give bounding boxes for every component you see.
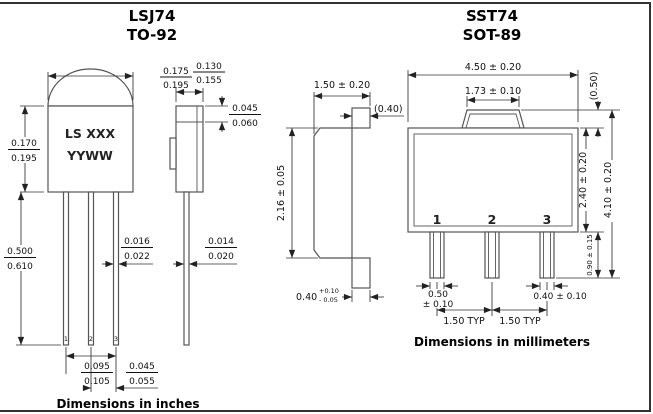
dim-sot89-body-width: 4.50 ± 0.20: [407, 62, 579, 122]
sot89-side-body: [313, 127, 353, 259]
dim-sot89-total-height: 4.10 ± 0.20: [556, 110, 620, 279]
dim-to92-side-width: 0.130 0.155: [175, 62, 225, 102]
dim-pitch-outer-num: 0.095: [84, 362, 110, 372]
to92-marking-line1: LS XXX: [65, 126, 116, 141]
dim-to92-dome-width: 0.175 0.195: [47, 67, 192, 100]
dim-to92-lead-length: 0.500 0.610: [4, 192, 61, 346]
sot89-title-line2: SOT-89: [463, 26, 522, 44]
sot89-side-lead: [351, 257, 371, 289]
to92-pin1-number: 1: [64, 335, 68, 343]
dim-side-step-num: 0.045: [232, 104, 258, 114]
dim-lead-length-label: 0.90 ± 0.15: [586, 234, 594, 276]
dim-pitch-outer-den: 0.105: [84, 377, 110, 387]
dim-lead-thickness-plus: +0.10: [319, 287, 339, 295]
sot89-side-tab: [351, 107, 371, 129]
sot89-pin2: [484, 231, 500, 279]
to92-side-notch: [169, 137, 177, 170]
to92-lead1: [62, 191, 70, 346]
to92-pin3-number: 3: [114, 335, 118, 343]
dim-pitch-a-label: 1.50 TYP: [443, 316, 485, 327]
dim-total-height-label: 4.10 ± 0.20: [603, 162, 614, 218]
dim-side-height-label: 2.16 ± 0.05: [276, 165, 287, 221]
dim-pin3-width-label: 0.40 ± 0.10: [533, 292, 587, 302]
dim-dome-width-num: 0.175: [163, 67, 189, 77]
dim-sot89-body-depth: 2.40 ± 0.20: [578, 128, 604, 233]
sot89-units-caption: Dimensions in millimeters: [414, 335, 590, 349]
to92-lead2: [87, 191, 95, 346]
dim-sot89-tab-thickness: (0.40): [340, 104, 404, 120]
dim-pitch-b-label: 1.50 TYP: [499, 316, 541, 327]
dim-tab-thickness-label: (0.40): [374, 104, 403, 115]
dim-to92-lead-pitch: 0.095 0.105 0.045 0.055: [65, 347, 158, 392]
dim-tab-width-label: 1.73 ± 0.10: [465, 86, 521, 97]
dim-lead-width-num: 0.016: [124, 237, 150, 247]
to92-front-view: LS XXX YYWW 1 2 3: [47, 68, 134, 346]
dim-to92-side-step: 0.045 0.060: [205, 96, 261, 132]
dim-sot89-lead-thickness: 0.40 +0.10 - 0.05: [296, 287, 384, 304]
dim-side-width-den: 0.155: [196, 76, 222, 86]
sot89-body-outline: [407, 127, 579, 233]
sot89-pin2-number: 2: [488, 212, 497, 227]
dim-lead-thickness-value: 0.40: [296, 292, 317, 303]
dim-sot89-tab-width: 1.73 ± 0.10: [465, 86, 521, 107]
dim-sot89-pin1-width: 0.50 ± 0.10: [416, 282, 458, 310]
dim-to92-side-lead: 0.014 0.020: [173, 237, 237, 268]
sot89-pin3-number: 3: [543, 212, 552, 227]
dim-side-lead-num: 0.014: [208, 237, 234, 247]
to92-units-caption: Dimensions in inches: [56, 397, 199, 411]
dim-tab-height-label: (0.50): [589, 72, 600, 101]
to92-pin2-number: 2: [89, 335, 93, 343]
dim-pin1-width-tol: ± 0.10: [423, 300, 454, 310]
sot89-side-view: [313, 107, 371, 289]
dim-pin1-width-value: 0.50: [428, 290, 448, 300]
dim-side-step-den: 0.060: [232, 119, 258, 129]
dim-pitch-adjacent-den: 0.055: [129, 377, 155, 387]
to92-marking-line2: YYWW: [66, 148, 113, 163]
dim-body-depth-label: 2.40 ± 0.20: [578, 152, 589, 208]
dim-sot89-thickness: 1.50 ± 0.20: [313, 80, 371, 134]
dim-lead-thickness-minus: - 0.05: [319, 296, 338, 304]
dim-lead-length-den: 0.610: [7, 262, 33, 272]
dim-lead-width-den: 0.022: [124, 252, 150, 262]
dim-body-width-label: 4.50 ± 0.20: [465, 62, 521, 73]
dim-to92-body-height: 0.170 0.195: [7, 105, 44, 193]
dim-body-height-den: 0.195: [11, 154, 37, 164]
dim-sot89-lead-length: 0.90 ± 0.15: [586, 232, 602, 278]
sot89-body-inner-line: [413, 133, 573, 227]
dim-lead-length-num: 0.500: [7, 247, 33, 257]
to92-side-body: [175, 105, 204, 193]
sot89-tab-outline: [461, 109, 525, 129]
dim-side-width-num: 0.130: [196, 62, 222, 72]
to92-title-line1: LSJ74: [129, 7, 176, 25]
to92-section: LSJ74 TO-92 LS XXX YYWW 1 2 3 0.175: [4, 7, 261, 411]
to92-title-line2: TO-92: [127, 26, 177, 44]
dim-pitch-adjacent-num: 0.045: [129, 362, 155, 372]
sot89-title-line1: SST74: [466, 7, 518, 25]
sot89-tab-inner-line: [465, 113, 521, 129]
sot89-pin3: [539, 231, 555, 279]
sot89-pin1-number: 1: [433, 212, 442, 227]
dim-sot89-pin-pitch: 1.50 TYP 1.50 TYP: [436, 282, 548, 327]
dim-to92-lead-width: 0.016 0.022: [102, 237, 153, 268]
dim-sot89-pin3-width: 0.40 ± 0.10: [526, 282, 588, 302]
dim-sot89-tab-height: (0.50): [521, 72, 620, 137]
sot89-pin1: [429, 231, 445, 279]
dim-thickness-label: 1.50 ± 0.20: [314, 80, 370, 91]
to92-side-lead: [183, 191, 190, 346]
to92-dome-outline: [47, 68, 134, 107]
dim-sot89-side-height: 2.16 ± 0.05: [276, 127, 318, 259]
to92-side-view: [169, 105, 204, 346]
dim-side-lead-den: 0.020: [208, 252, 234, 262]
sot89-section: SST74 SOT-89 1.50 ± 0.20 (0.40) 2.16 ± 0…: [276, 7, 620, 349]
to92-lead3: [112, 191, 120, 346]
sot89-top-view: 1 2 3: [407, 109, 579, 279]
dim-body-height-num: 0.170: [11, 139, 37, 149]
dim-dome-width-den: 0.195: [163, 81, 189, 91]
